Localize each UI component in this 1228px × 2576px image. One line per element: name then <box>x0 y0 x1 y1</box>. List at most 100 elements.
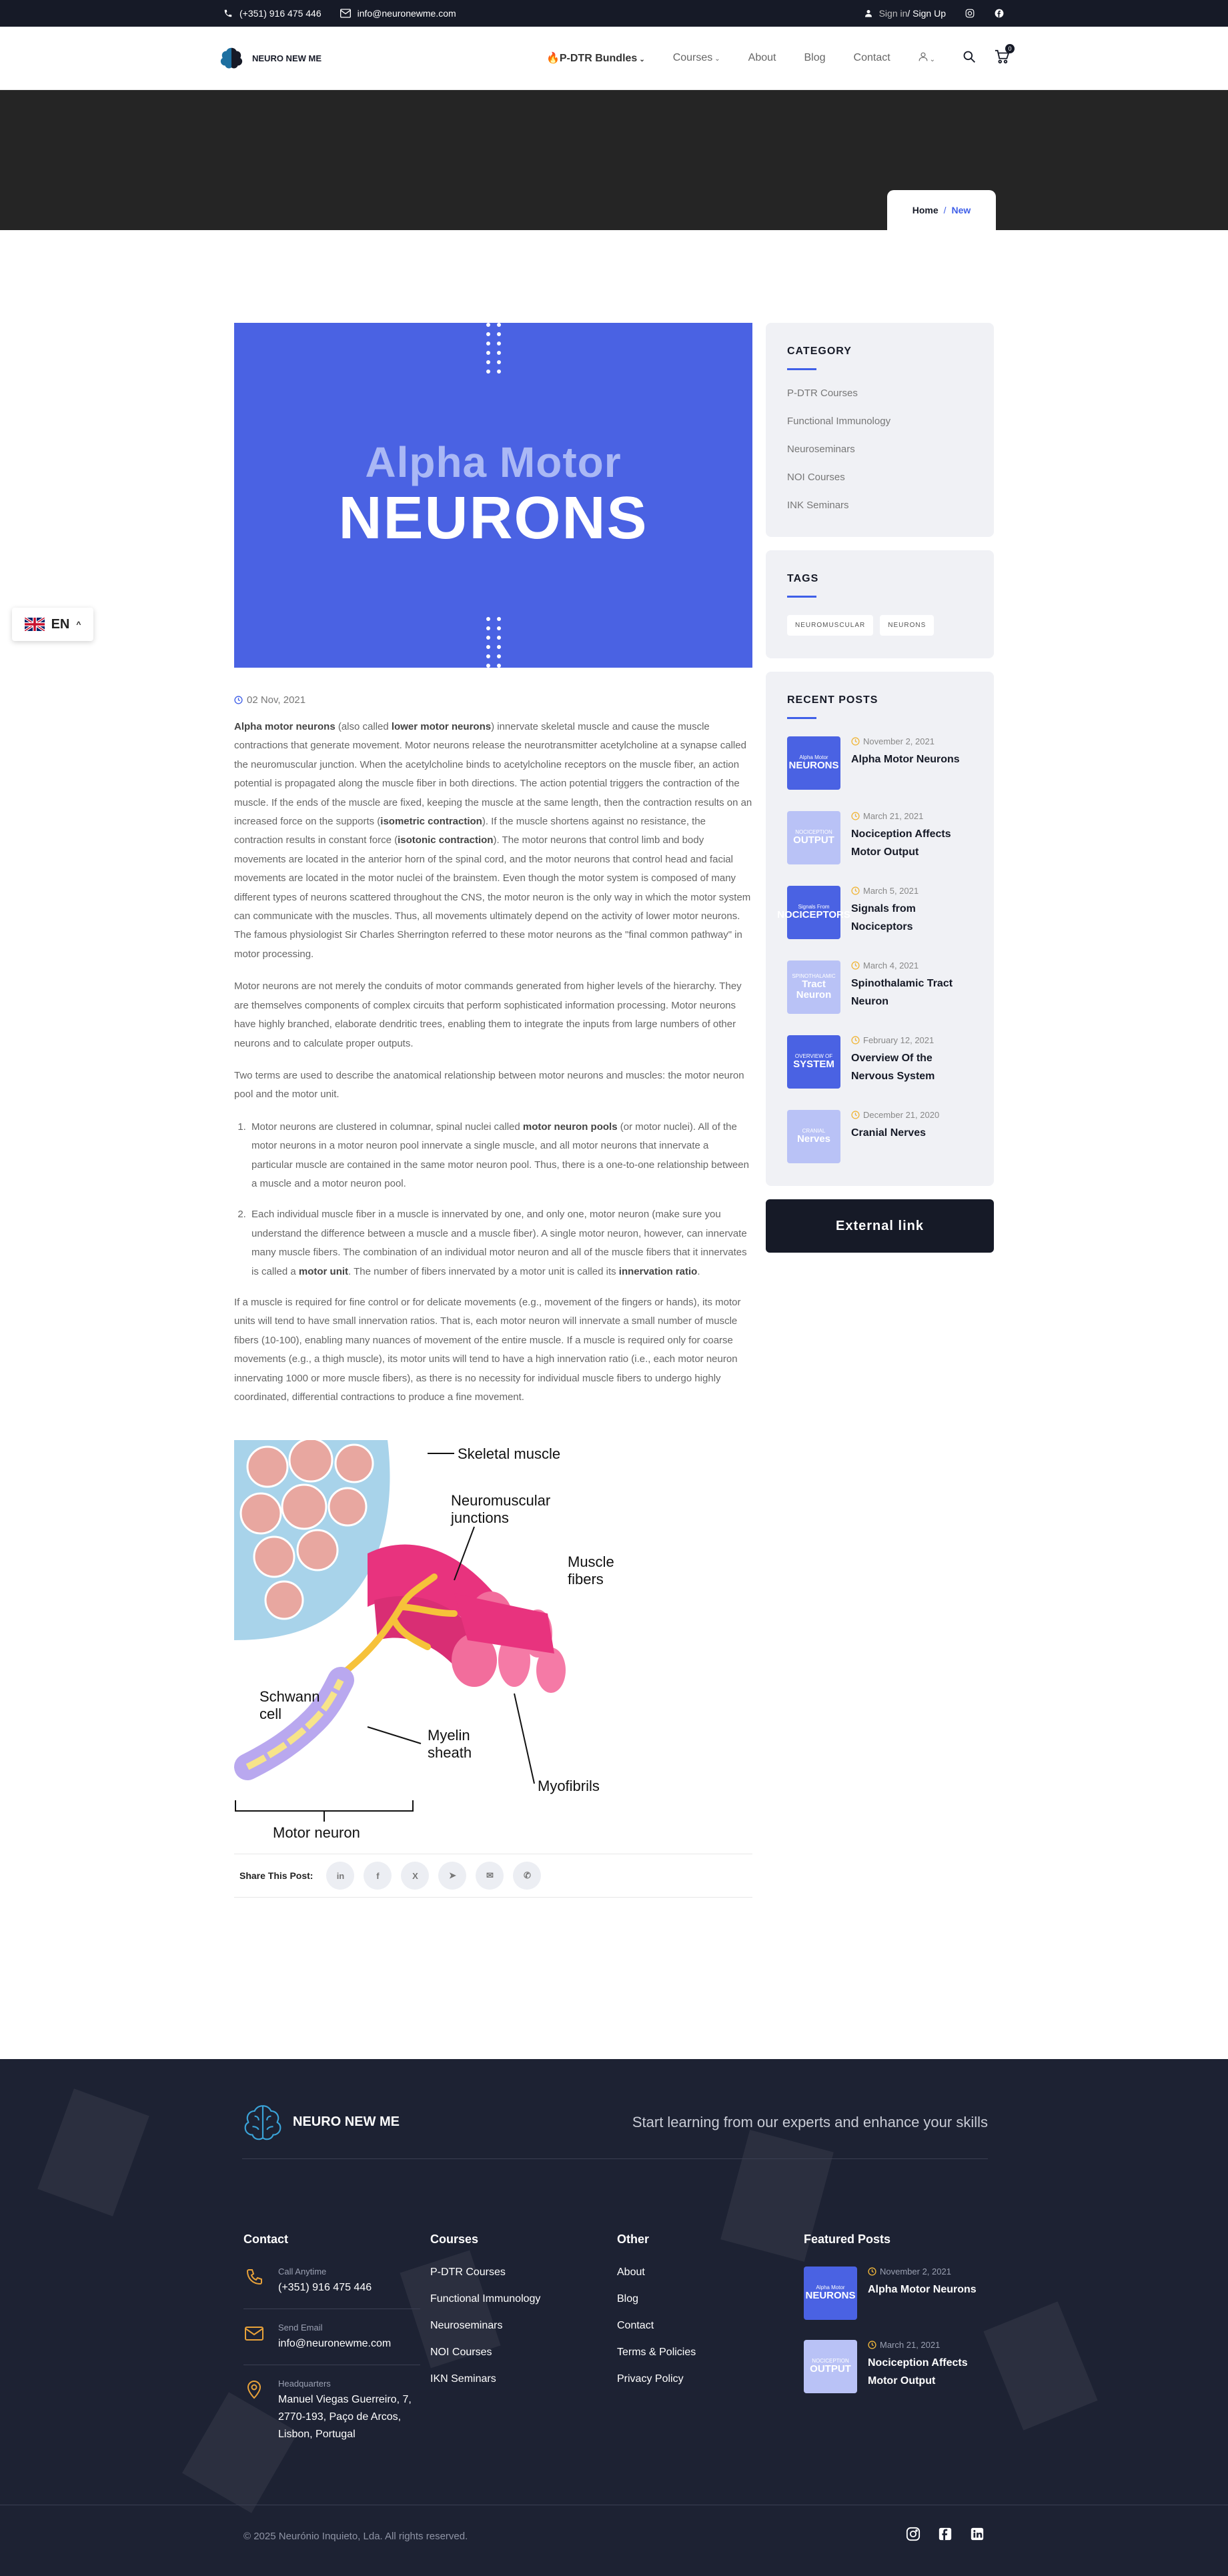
tags-title: TAGS <box>787 573 819 584</box>
category-item[interactable]: INK Seminars <box>787 500 849 511</box>
post-title[interactable]: Nociception Affects Motor Output <box>868 2357 968 2387</box>
category-item[interactable]: Neuroseminars <box>787 444 855 455</box>
nav-courses[interactable]: Courses⌄ <box>672 52 720 63</box>
post-title[interactable]: Spinothalamic Tract Neuron <box>851 978 953 1007</box>
external-link-button[interactable]: External link <box>766 1199 994 1253</box>
facebook-icon[interactable] <box>938 2527 953 2545</box>
main-header: NEURO NEW ME 🔥P-DTR Bundles⌄ Courses⌄ Ab… <box>0 27 1228 90</box>
signin-link[interactable]: Sign in <box>878 8 908 19</box>
mail-icon <box>245 2327 263 2341</box>
footer-link[interactable]: NOI Courses <box>430 2347 492 2358</box>
facebook-icon[interactable] <box>994 8 1005 19</box>
tag[interactable]: NEUROMUSCULAR <box>787 615 874 636</box>
footer-link[interactable]: Contact <box>617 2320 654 2331</box>
footer-link[interactable]: P-DTR Courses <box>430 2267 506 2278</box>
email-share-button[interactable]: ✉ <box>476 1862 504 1890</box>
category-widget: CATEGORY P-DTR Courses Functional Immuno… <box>766 323 994 537</box>
footer-link[interactable]: Blog <box>617 2293 639 2305</box>
motor-neuron-diagram: Skeletal muscle Neuromuscular junctions … <box>234 1437 634 1841</box>
post-title[interactable]: Alpha Motor Neurons <box>851 754 960 765</box>
category-item[interactable]: NOI Courses <box>787 472 845 483</box>
footer-link[interactable]: Terms & Policies <box>617 2347 696 2358</box>
nav-about[interactable]: About <box>748 52 776 63</box>
footer-link[interactable]: IKN Seminars <box>430 2373 496 2385</box>
footer-link[interactable]: About <box>617 2267 645 2278</box>
page-hero: Home / New <box>0 90 1228 230</box>
post-title[interactable]: Alpha Motor Neurons <box>868 2284 977 2295</box>
language-switcher[interactable]: EN ^ <box>12 608 93 641</box>
chevron-down-icon: ⌄ <box>929 55 936 63</box>
footer-link[interactable]: Privacy Policy <box>617 2373 684 2385</box>
decorative-dots <box>486 323 501 374</box>
post-title[interactable]: Overview Of the Nervous System <box>851 1053 935 1082</box>
footer-tagline: Start learning from our experts and enha… <box>632 2113 988 2130</box>
footer-courses: Courses P-DTR Courses Functional Immunol… <box>430 2232 617 2469</box>
article-body: Alpha motor neurons (also called lower m… <box>234 718 752 1407</box>
clock-icon <box>868 2267 876 2276</box>
post-content: Alpha Motor NEURONS 02 Nov, 2021 Alpha m… <box>234 323 752 1898</box>
search-icon[interactable] <box>963 50 976 67</box>
post-date: December 21, 2020 <box>851 1110 939 1120</box>
breadcrumb-home[interactable]: Home <box>912 205 939 215</box>
footer-link[interactable]: Functional Immunology <box>430 2293 541 2305</box>
instagram-icon[interactable] <box>906 2527 920 2545</box>
phone-icon <box>246 2269 262 2285</box>
contact-call[interactable]: Call Anytime(+351) 916 475 446 <box>243 2267 420 2309</box>
telegram-share-button[interactable]: ➤ <box>438 1862 467 1890</box>
linkedin-share-button[interactable]: in <box>326 1862 355 1890</box>
cart-button[interactable]: 0 <box>995 43 1015 67</box>
footer-courses-title: Courses <box>430 2232 479 2246</box>
footer-featured-title: Featured Posts <box>804 2232 891 2246</box>
mail-icon <box>340 9 351 18</box>
tag[interactable]: NEURONS <box>880 615 935 636</box>
category-item[interactable]: P-DTR Courses <box>787 388 858 399</box>
footer-link[interactable]: Neuroseminars <box>430 2320 503 2331</box>
signin-signup[interactable]: Sign in/ Sign Up <box>864 8 946 19</box>
footer-logo[interactable]: NEURO NEW ME <box>242 2102 400 2143</box>
post-title[interactable]: Nociception Affects Motor Output <box>851 828 951 858</box>
top-phone[interactable]: (+351) 916 475 446 <box>223 8 322 19</box>
category-item[interactable]: Functional Immunology <box>787 416 891 427</box>
post-title[interactable]: Cranial Nerves <box>851 1127 927 1139</box>
top-phone-text: (+351) 916 475 446 <box>239 8 322 19</box>
top-email[interactable]: info@neuronewme.com <box>340 8 456 19</box>
linkedin-icon[interactable] <box>970 2527 985 2545</box>
cart-count: 0 <box>1005 43 1015 53</box>
nav-bundles[interactable]: 🔥P-DTR Bundles⌄ <box>546 53 645 64</box>
whatsapp-share-button[interactable]: ✆ <box>513 1862 542 1890</box>
x-share-button[interactable]: X <box>401 1862 430 1890</box>
language-code: EN <box>51 616 70 632</box>
post-title[interactable]: Signals from Nociceptors <box>851 903 916 932</box>
facebook-share-button[interactable]: f <box>364 1862 392 1890</box>
site-logo[interactable]: NEURO NEW ME <box>219 45 519 71</box>
post-date: March 4, 2021 <box>851 960 973 971</box>
instagram-icon[interactable] <box>965 8 975 19</box>
signup-link[interactable]: / Sign Up <box>907 8 946 19</box>
clock-icon <box>868 2341 876 2349</box>
nav-contact[interactable]: Contact <box>853 52 890 63</box>
paragraph: Alpha motor neurons (also called lower m… <box>234 721 752 960</box>
nav-account[interactable]: ⌄ <box>918 52 935 65</box>
location-pin-icon <box>247 2381 261 2399</box>
footer-other-title: Other <box>617 2232 650 2246</box>
nav-blog[interactable]: Blog <box>804 52 826 63</box>
